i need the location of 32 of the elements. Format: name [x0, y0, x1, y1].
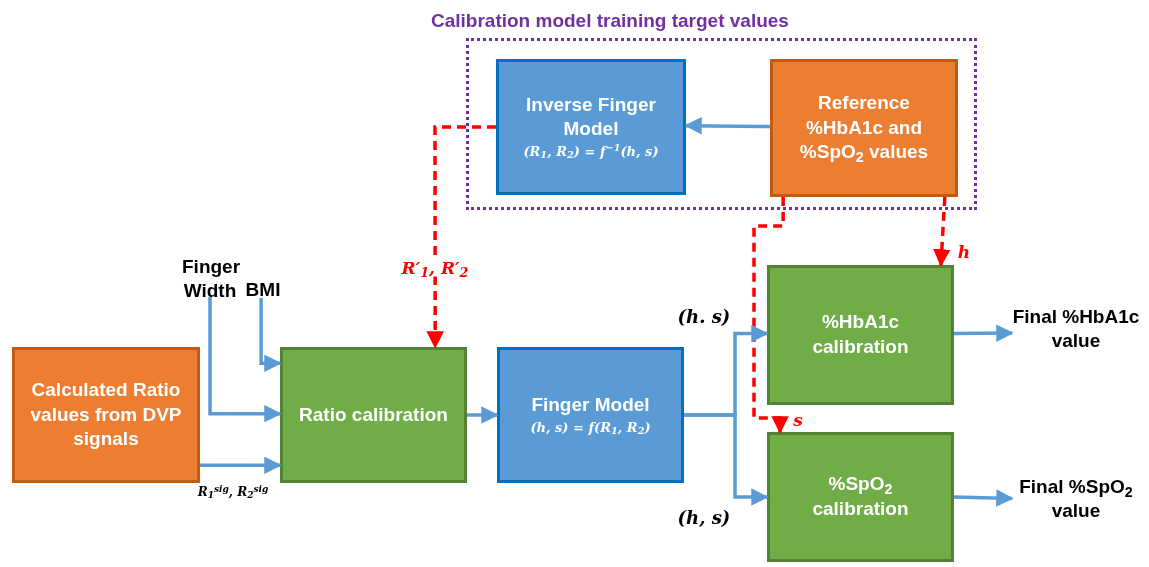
arrow [259, 298, 282, 373]
process-box [767, 265, 954, 405]
arrow [954, 324, 1014, 342]
text-label: Finger Width [182, 255, 238, 303]
text-label: Final %SpO$_{2}$ value [1012, 475, 1140, 523]
arrow [200, 456, 282, 475]
process-box [496, 59, 686, 195]
box-text: Reference %HbA1c and %SpO$_{2}$ values [798, 90, 930, 166]
box-text: Ratio calibration [299, 402, 448, 427]
process-box [497, 347, 684, 483]
arrow [684, 413, 769, 506]
arrow [684, 117, 770, 135]
text-label: Final %HbA1c value [1012, 305, 1140, 353]
text-label: BMI [244, 278, 282, 302]
formula: (h, s) = f(R$_{1}$, R$_{2}$) [530, 418, 651, 438]
arrow [426, 125, 496, 349]
edge-label: R′$_{1}$, R′$_{2}$ [399, 259, 471, 277]
box-text: Calculated Ratio values from DVP signals [29, 377, 183, 452]
formula: (R$_{1}$, R$_{2}$) = f$^{−1}$(h, s) [523, 141, 659, 162]
process-box [770, 59, 958, 197]
arrow [953, 489, 1014, 507]
box-text: Finger Model [531, 392, 650, 417]
arrow [208, 297, 282, 423]
process-box [12, 347, 200, 483]
group-heading: Calibration model training target values [431, 9, 789, 33]
box-text: %SpO$_{2}$ calibration [811, 472, 910, 521]
box-text: %HbA1c calibration [811, 310, 910, 359]
arrow [467, 406, 499, 424]
process-box [767, 432, 954, 562]
box-text: Inverse Finger Model [525, 92, 657, 142]
process-box [280, 347, 467, 483]
arrow [752, 197, 789, 434]
